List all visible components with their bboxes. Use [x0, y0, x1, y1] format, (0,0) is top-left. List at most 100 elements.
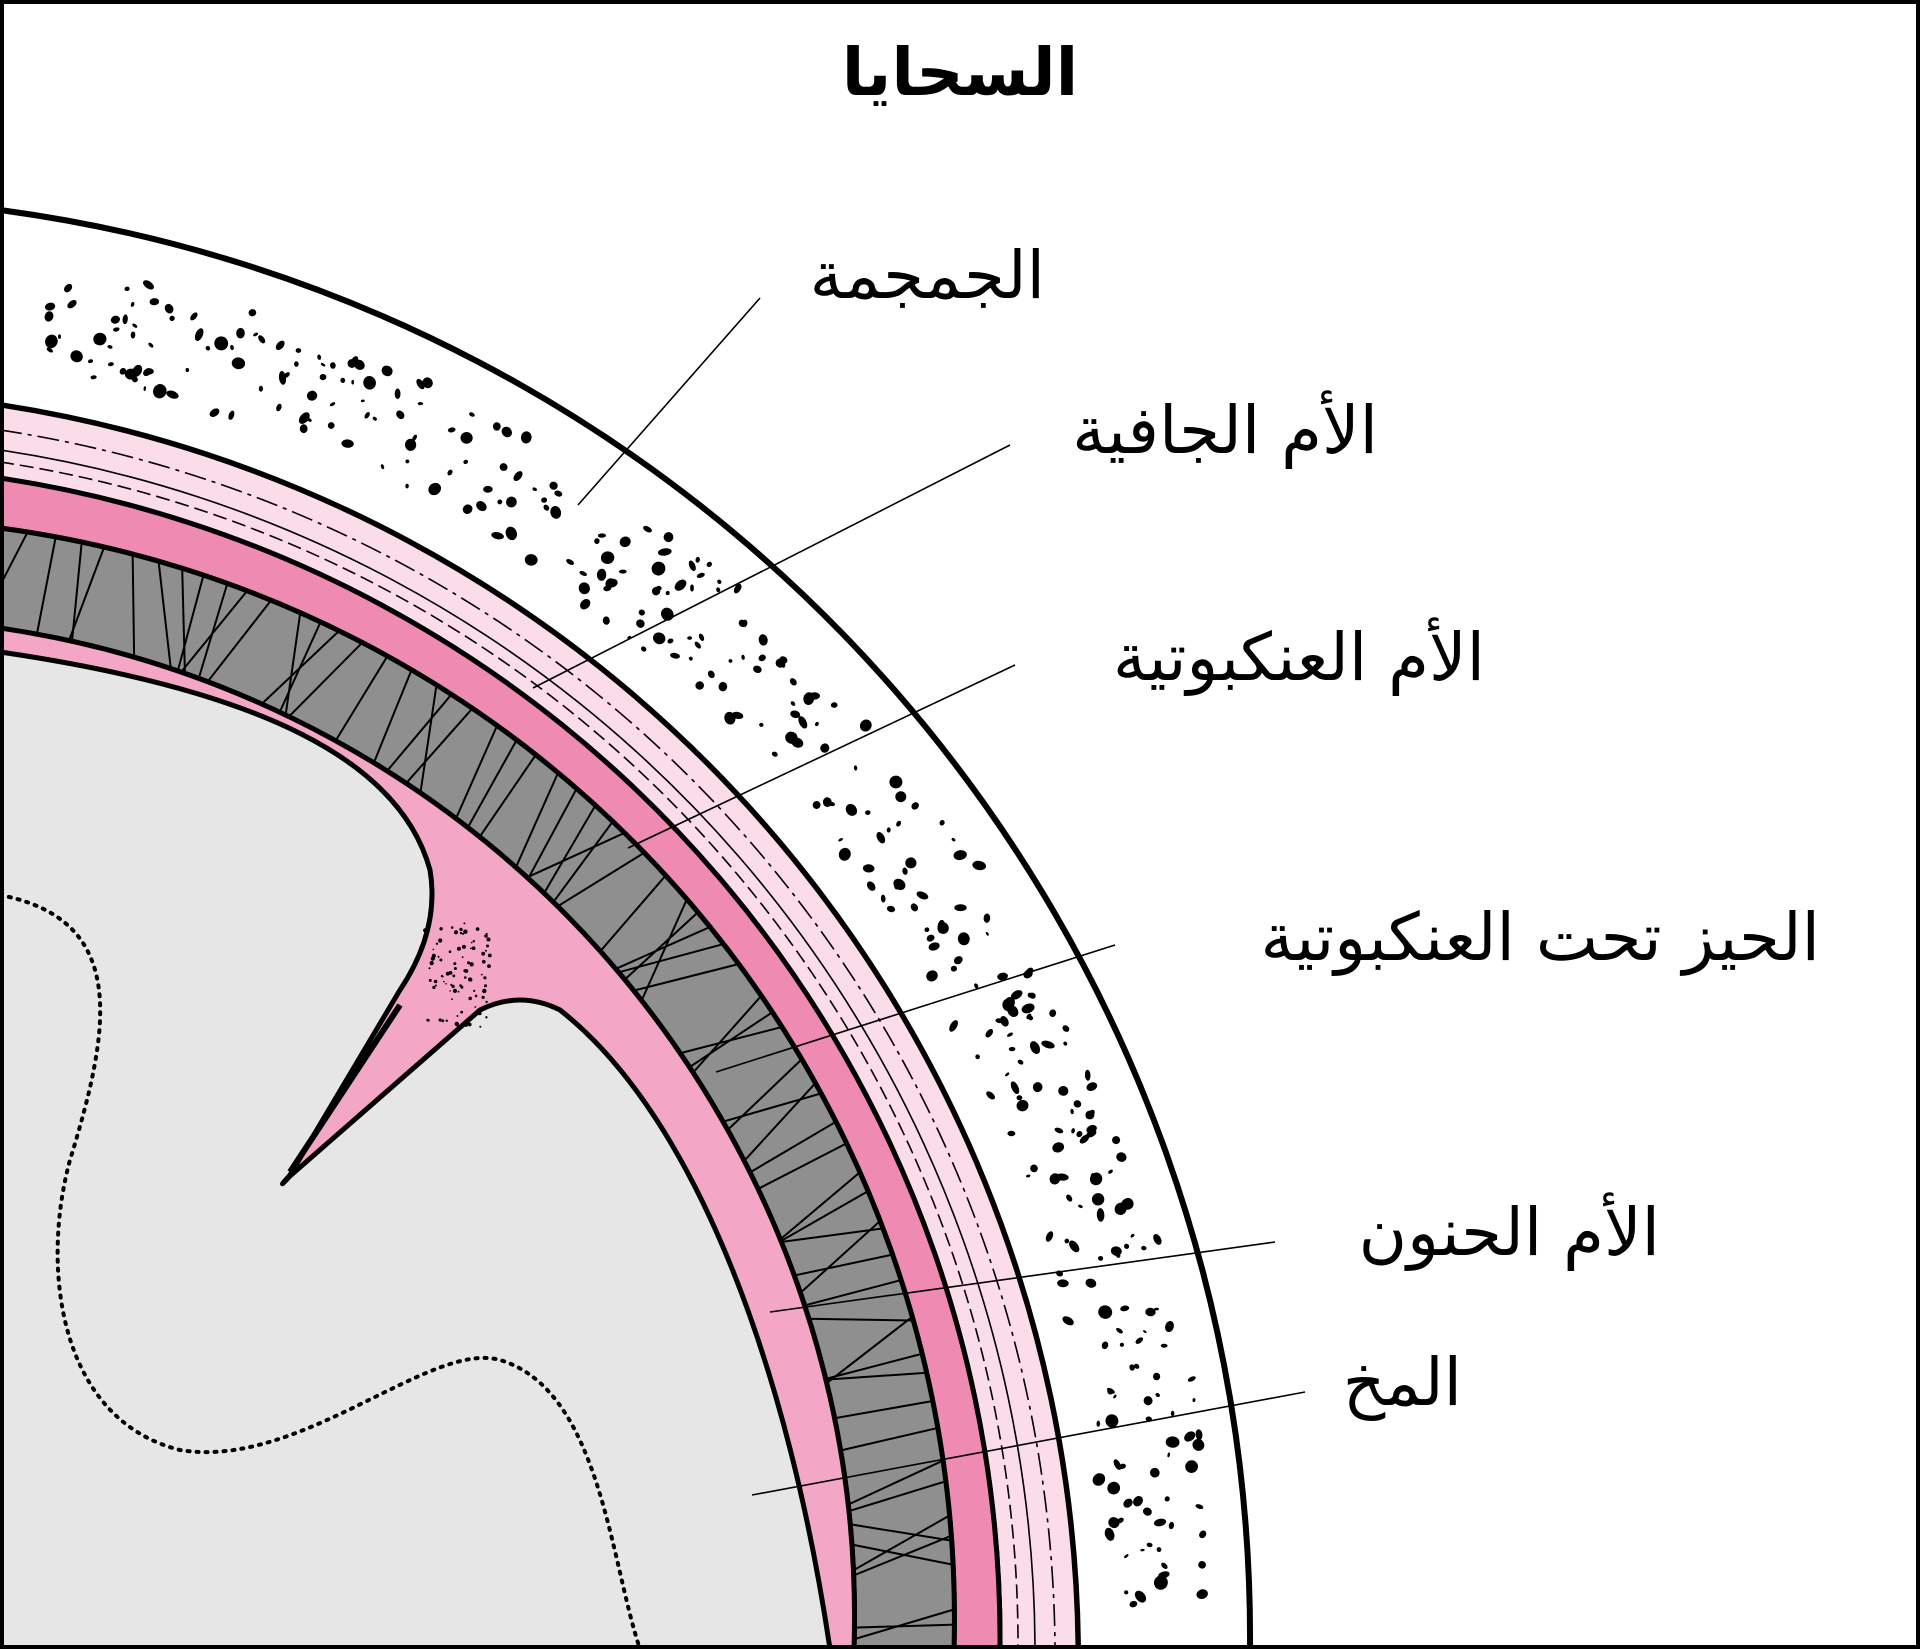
bone-pore	[107, 362, 114, 367]
bone-pore	[1184, 1431, 1196, 1442]
gyrus-outline	[4, 893, 641, 1645]
stipple-dot	[456, 946, 461, 951]
bone-pore	[924, 927, 930, 933]
stipple-dot	[482, 959, 486, 964]
bone-pore	[717, 579, 722, 584]
stipple-dot	[459, 927, 463, 932]
bone-pore	[596, 568, 607, 581]
bone-pore	[665, 590, 670, 596]
bone-pore	[554, 490, 563, 497]
bone-pore	[1086, 1124, 1097, 1134]
bone-pore	[130, 301, 135, 307]
stipple-dot	[435, 942, 439, 945]
bone-pore	[93, 332, 107, 346]
bone-pore	[1063, 1041, 1068, 1046]
bone-pore	[194, 328, 204, 341]
trabecula	[836, 1495, 955, 1581]
bone-pore	[159, 386, 164, 393]
stipple-dot	[445, 1019, 448, 1022]
bone-pore	[404, 438, 417, 451]
bone-pore	[275, 340, 285, 351]
stipple-dot	[456, 1015, 459, 1017]
bone-pore	[655, 585, 662, 591]
stipple-dot	[478, 1011, 482, 1016]
stipple-dot	[481, 995, 485, 1000]
bone-pore	[1143, 1396, 1153, 1406]
bone-pore	[1149, 1467, 1160, 1478]
bone-pore	[1064, 1238, 1070, 1244]
bone-pore	[209, 408, 220, 417]
bone-pore	[597, 533, 606, 538]
bone-pore	[1135, 1337, 1144, 1344]
stipple-dot	[464, 976, 467, 979]
bone-pore	[1017, 1059, 1024, 1065]
bone-pore	[1141, 1245, 1147, 1251]
bone-pore	[838, 838, 843, 842]
sulcus-line	[287, 1003, 403, 1174]
bone-pore	[166, 390, 179, 399]
bone-pore	[1146, 1542, 1153, 1548]
bone-pore	[1098, 1255, 1104, 1261]
stipple-dot	[486, 937, 491, 942]
bone-pore	[670, 652, 680, 659]
stipple-dot	[438, 1018, 442, 1022]
stipple-dot	[467, 1022, 472, 1027]
bone-pore	[491, 532, 504, 540]
stipple-dot	[487, 953, 492, 958]
bone-pore	[1098, 1305, 1113, 1319]
bone-pore	[953, 850, 967, 861]
bone-pore	[143, 368, 152, 377]
label-skull: الجمجمة	[810, 237, 1045, 314]
bone-pore	[1198, 1560, 1206, 1569]
bone-pore	[340, 377, 346, 383]
bone-pore	[814, 721, 819, 727]
bone-pore	[663, 532, 674, 543]
bone-pore	[997, 972, 1008, 981]
bone-pore	[911, 802, 919, 810]
bone-pore	[1110, 1246, 1122, 1256]
bone-pore	[1078, 1204, 1083, 1209]
bone-pore	[1016, 1099, 1029, 1112]
bone-pore	[707, 670, 715, 679]
stipple-dot	[438, 938, 443, 943]
bone-pore	[1096, 1420, 1101, 1427]
bone-pore	[169, 315, 175, 322]
stipple-dot	[437, 955, 440, 958]
bone-pore	[1073, 1100, 1082, 1108]
bone-pore	[985, 1028, 994, 1038]
bone-pore	[1192, 1398, 1196, 1403]
stipple-dot	[441, 1019, 445, 1023]
bone-pore	[1142, 1507, 1152, 1516]
bone-pore	[579, 571, 587, 576]
leader-lines	[532, 297, 1306, 1496]
bone-pore	[278, 371, 287, 385]
bone-pore	[1167, 1452, 1171, 1458]
bone-pore	[506, 496, 517, 508]
trabecula	[836, 1520, 955, 1584]
stipple-dot	[451, 998, 453, 1001]
bone-pore	[330, 362, 336, 369]
stipple-dot	[452, 974, 456, 978]
bone-pore	[886, 905, 896, 913]
bone-pore	[1168, 1521, 1175, 1530]
bone-pore	[499, 463, 508, 472]
bone-pore	[698, 633, 705, 641]
bone-pore	[1069, 1240, 1080, 1253]
bone-pore	[153, 384, 167, 399]
bone-pore	[70, 350, 83, 363]
bone-pore	[351, 379, 355, 385]
bone-pore	[1071, 1128, 1075, 1134]
bone-pore	[1108, 1169, 1113, 1174]
stipple-dot	[450, 926, 454, 929]
bone-pore	[1134, 1363, 1140, 1369]
bone-pore	[107, 345, 113, 349]
bone-pore	[741, 654, 745, 660]
bone-pore	[695, 556, 700, 563]
stipple-dot	[440, 974, 444, 978]
bone-pore	[949, 1020, 958, 1032]
bone-pore	[886, 827, 891, 833]
bone-pore	[64, 283, 73, 293]
bone-pore	[164, 303, 174, 314]
bone-pore	[44, 302, 56, 311]
